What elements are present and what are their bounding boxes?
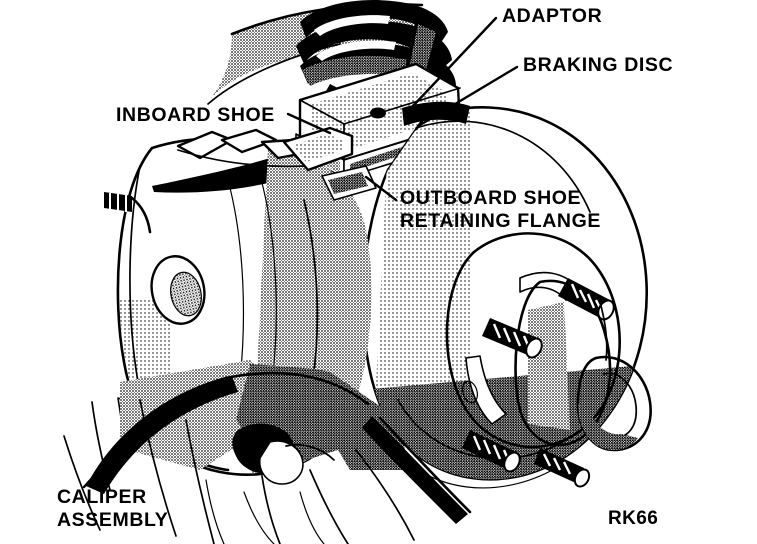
knuckle-rib-left	[91, 401, 111, 491]
spring-shading	[302, 55, 412, 86]
wheel-stud-3-end	[503, 451, 521, 473]
bleed-nipple-threads	[109, 193, 127, 212]
label-adaptor: ADAPTOR	[502, 5, 602, 27]
knuckle-rib-outer-left	[63, 435, 101, 531]
wheel-stud-1-end	[597, 299, 615, 321]
braking-disc-edge-shadow	[402, 101, 470, 126]
wheel-stud-2-threads	[492, 323, 532, 351]
hub-group	[445, 232, 652, 488]
callout-leaders	[82, 16, 519, 489]
leader-line-braking-disc	[418, 65, 519, 127]
ball-joint-link	[285, 443, 335, 461]
hub-barrel-shading	[528, 302, 570, 430]
caliper-boss-inner	[170, 271, 202, 317]
inboard-shoe-shading	[292, 134, 344, 162]
label-caliper-line2: ASSEMBLY	[57, 509, 168, 531]
braking-disc-inner-shading	[372, 112, 470, 470]
knuckle-detail-a	[243, 491, 275, 544]
wheel-stud-3-threads	[472, 435, 512, 465]
knuckle-rib-3	[261, 475, 281, 544]
knuckle-lower-right-edge	[378, 416, 472, 514]
hub-stud-shadow-line	[599, 301, 608, 361]
steering-knuckle-group	[63, 360, 472, 544]
wheel-stud-2-end	[525, 337, 543, 359]
caliper-top-edge	[177, 149, 307, 168]
label-braking-disc: BRAKING DISC	[523, 54, 673, 76]
hub-cap-shading	[578, 404, 638, 450]
leader-line-outboard-flange	[364, 175, 398, 202]
knuckle-rib-4	[309, 469, 349, 544]
label-outboard-shoe-line1: OUTBOARD SHOE	[400, 187, 581, 209]
wheel-stud-4	[534, 448, 591, 488]
knuckle-rib-2	[185, 419, 215, 544]
caliper-boss-group	[150, 255, 206, 325]
wheel-stud-4-end	[573, 468, 591, 488]
knuckle-arm-shadow	[86, 376, 238, 494]
wheel-stud-3	[462, 430, 521, 473]
wheel-stud-4-threads	[542, 453, 572, 475]
hub-small-hole	[462, 380, 478, 404]
knuckle-detail-b	[299, 491, 325, 544]
wheel-stud-1-threads	[570, 283, 604, 313]
braking-disc-inner-rim	[415, 120, 591, 213]
leader-line-inboard-shoe	[286, 112, 332, 135]
knuckle-rib-1	[139, 399, 177, 537]
leader-line-caliper-assembly	[82, 428, 137, 489]
knuckle-rib-5	[355, 449, 415, 541]
wheel-stud-2	[482, 318, 543, 359]
knuckle-detail-c	[205, 479, 225, 544]
spring-highlight-mid	[316, 40, 396, 61]
figure-code: RK66	[608, 508, 658, 529]
label-inboard-shoe: INBOARD SHOE	[116, 104, 275, 126]
leader-line-adaptor	[411, 16, 498, 108]
spring-highlight-top	[314, 15, 390, 36]
caliper-contour-left	[129, 165, 141, 383]
knuckle-lower-right-shadow	[362, 416, 468, 524]
spring-coil-top	[300, 0, 448, 44]
outboard-flange-shading	[328, 172, 368, 194]
caliper-boss-shading	[170, 272, 202, 316]
label-caliper-line1: CALIPER	[57, 486, 147, 508]
wheel-stud-1	[558, 278, 615, 321]
hub-slot-lower	[465, 355, 507, 425]
label-outboard-shoe-line2: RETAINING FLANGE	[400, 210, 601, 232]
knuckle-top-edge	[224, 371, 370, 406]
hub-cap	[576, 355, 652, 452]
callout-labels: ADAPTOR BRAKING DISC INBOARD SHOE OUTBOA…	[57, 5, 673, 531]
